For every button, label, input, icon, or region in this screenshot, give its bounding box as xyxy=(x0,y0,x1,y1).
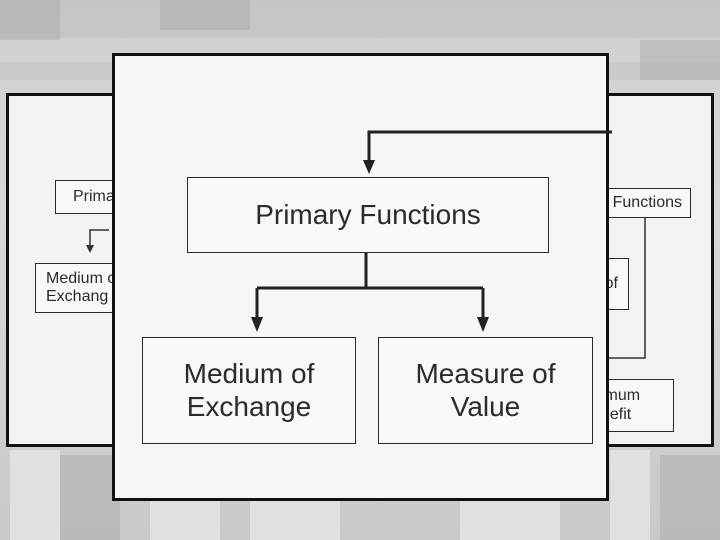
value-label: Value xyxy=(415,391,555,423)
left-arrowhead xyxy=(251,317,263,332)
medium-of-label: Medium of xyxy=(184,358,315,390)
functions-fragment: Functions xyxy=(613,194,682,212)
exchange-label: Exchange xyxy=(184,391,315,423)
measure-of-label: Measure of xyxy=(415,358,555,390)
primary-functions-box: Primary Functions xyxy=(187,177,549,253)
incoming-arrowhead xyxy=(363,160,375,174)
front-diagram: Primary Functions Medium of Exchange Mea… xyxy=(112,53,609,501)
medium-of-exchange-box: Medium of Exchange xyxy=(142,337,356,444)
primary-functions-label: Primary Functions xyxy=(255,199,481,231)
measure-of-value-box: Measure of Value xyxy=(378,337,593,444)
right-arrowhead xyxy=(477,317,489,332)
